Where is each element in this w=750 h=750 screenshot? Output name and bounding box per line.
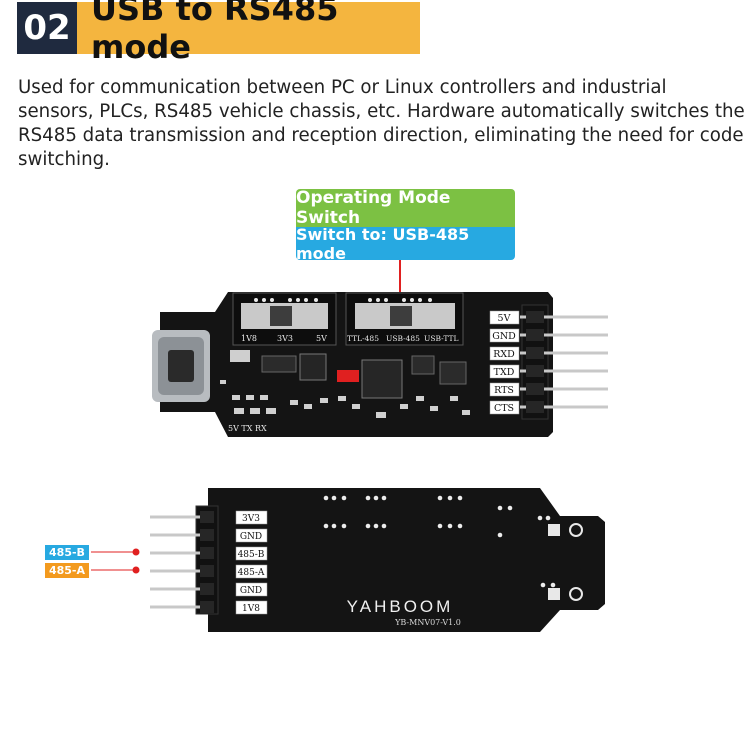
brand-logo: YAHBOOM (347, 597, 454, 616)
mode-switch-knob (390, 306, 412, 326)
callout-subtitle: Switch to: USB-485 mode (296, 225, 515, 263)
front-pin-label-cts: CTS (494, 403, 514, 414)
front-pin-label-rts: RTS (494, 385, 514, 396)
tag-485-b: 485-B (45, 545, 89, 560)
front-pin-label-rxd: RXD (493, 349, 515, 360)
mode-label-usb-485: USB-485 (386, 334, 420, 343)
ic-chip (299, 353, 327, 381)
pin-b-pointer-dot (132, 548, 140, 556)
voltage-label-5v: 5V (316, 334, 327, 343)
back-pin-label-gnd-2: GND (240, 586, 262, 596)
mode-label-ttl-485: TTL-485 (347, 334, 379, 343)
back-pin-label-485a: 485-A (238, 568, 265, 578)
front-pin-label-txd: TXD (494, 367, 515, 378)
voltage-label-3v3: 3V3 (277, 334, 293, 343)
mode-label-usb-ttl: USB-TTL (424, 334, 459, 343)
pin-a-pointer-dot (132, 566, 140, 574)
red-component (337, 370, 359, 382)
model-number: YB-MNV07-V1.0 (394, 618, 461, 627)
back-pin-label-3v3: 3V3 (242, 514, 260, 524)
tag-485-a: 485-A (45, 563, 89, 578)
callout-title: Operating Mode Switch (296, 188, 515, 228)
back-pin-label-gnd: GND (240, 532, 262, 542)
back-pin-label-1v8: 1V8 (242, 604, 260, 614)
front-pin-label-5v: 5V (498, 313, 511, 324)
voltage-label-1v8: 1V8 (241, 334, 257, 343)
main-chip (361, 359, 403, 399)
section-number: 02 (17, 2, 77, 54)
led-labels: 5V TX RX (228, 424, 267, 433)
description-text: Used for communication between PC or Lin… (18, 77, 745, 170)
back-board: 3V3 GND 485-B 485-A GND 1V8 YAHBOOM YB-M… (150, 488, 605, 632)
back-pin-label-485b: 485-B (238, 550, 265, 560)
front-pin-label-gnd: GND (492, 331, 516, 342)
front-board: 1V8 3V3 5V TTL-485 USB-485 USB-TTL 5V TX… (152, 292, 608, 437)
voltage-switch-knob (270, 306, 292, 326)
